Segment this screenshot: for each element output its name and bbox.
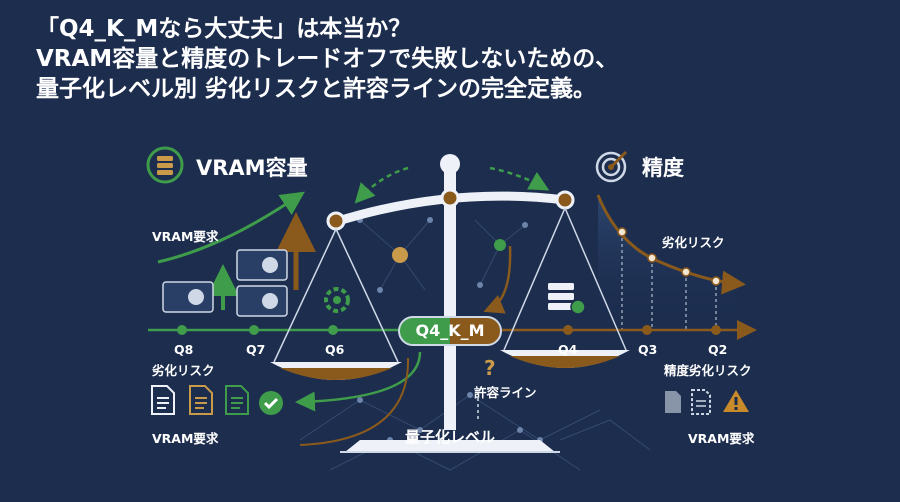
axis-label-q3: Q3 xyxy=(638,342,658,357)
headline-line-1: 「Q4_K_Mなら大丈夫」は本当か？ xyxy=(36,16,412,42)
headline: 「Q4_K_Mなら大丈夫」は本当か？ VRAM容量と精度のトレードオフで失敗しな… xyxy=(36,14,876,104)
q4km-badge-label: Q4_K_M xyxy=(415,321,485,340)
axis-label-q4: Q4 xyxy=(558,342,578,357)
question-mark: ? xyxy=(484,356,496,380)
degradation-risk-right-label: 劣化リスク xyxy=(662,235,725,250)
database-icon xyxy=(146,146,184,184)
precision-heading: 精度 xyxy=(642,156,684,180)
quantization-level-label: 量子化レベル xyxy=(404,428,495,446)
axis-label-q2: Q2 xyxy=(708,342,728,357)
headline-line-3: 量子化レベル別 劣化リスクと許容ラインの完全定義。 xyxy=(36,76,597,102)
check-icon xyxy=(259,391,283,415)
document-icon xyxy=(665,391,681,413)
degradation-risk-label: 劣化リスク xyxy=(152,363,215,378)
headline-line-2: VRAM容量と精度のトレードオフで失敗しないための、 xyxy=(36,46,619,72)
vram-heading: VRAM容量 xyxy=(196,156,308,180)
vram-requirement-label: VRAM要求 xyxy=(152,229,219,244)
axis-label-q6: Q6 xyxy=(325,342,345,357)
document-icon xyxy=(189,385,213,415)
document-icon xyxy=(691,389,711,415)
document-icon xyxy=(225,385,249,415)
precision-degradation-risk-label: 精度劣化リスク xyxy=(664,363,752,378)
axis-label-q8: Q8 xyxy=(174,342,194,357)
vram-requirement-right-label: VRAM要求 xyxy=(688,431,755,446)
axis-label-q7: Q7 xyxy=(246,342,266,357)
target-icon xyxy=(595,150,628,183)
tolerance-line-label: 許容ライン xyxy=(474,385,537,400)
warning-icon xyxy=(723,390,749,412)
vram-requirement-bottom-label: VRAM要求 xyxy=(152,431,219,446)
q4km-badge: Q4_K_M xyxy=(398,316,502,346)
document-icon xyxy=(151,385,175,415)
